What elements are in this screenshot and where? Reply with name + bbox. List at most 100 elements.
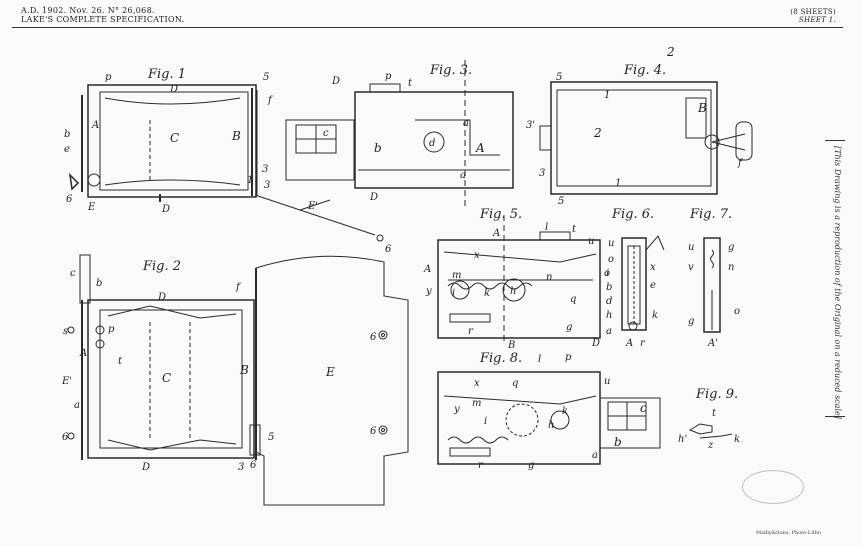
fig3-title: Fig. 3. [429, 63, 472, 78]
fig8-label: y [453, 404, 460, 415]
fig2-label: c [70, 268, 76, 279]
fig5-label: h [510, 286, 516, 297]
fig2-label: E' [61, 376, 72, 387]
fig2-label: f [235, 282, 242, 293]
figure-4: Fig. 4. 5 1 B 3' 2 f 3 1 5 [526, 63, 752, 207]
fig2-label: E [325, 365, 335, 379]
fig4-label: 5 [556, 72, 562, 83]
fig4-label: 3' [526, 120, 535, 131]
fig1-label: p [105, 72, 112, 83]
figure-8: Fig. 8. l p x q u y m i k h c b r g a [438, 351, 660, 471]
fig3-label: D [331, 76, 340, 87]
fig1-label: C [170, 131, 179, 145]
fig8-label: h [548, 420, 554, 431]
fig2-label: 3 [238, 462, 244, 473]
fig6-label: A [625, 338, 633, 349]
fig7-label: g [728, 242, 734, 253]
fig2-label: C [162, 371, 171, 385]
fig5-label: x [474, 250, 480, 261]
fig2-label: t [118, 356, 123, 367]
fig5-label: n [546, 272, 552, 283]
fig2-label: D [157, 292, 166, 303]
fig7-label: v [688, 262, 694, 273]
fig9-label: z [707, 440, 714, 451]
fig8-label: l [538, 354, 541, 365]
fig8-label: q [512, 378, 518, 389]
fig3-label: D [369, 192, 378, 203]
fig8-label: r [478, 460, 484, 471]
fig9-label: t [712, 408, 717, 419]
sheet-number: 2 [666, 45, 675, 59]
fig8-label: k [562, 406, 568, 417]
fig3-label: b [374, 141, 382, 155]
fig5-label: m [452, 270, 461, 281]
fig4-label: 5 [558, 196, 564, 207]
fig1-label: B [231, 129, 241, 143]
fig6-label: i [606, 268, 609, 279]
fig1-label: 6 [385, 244, 392, 255]
fig2-label: A [79, 348, 87, 359]
fig4-label: 2 [593, 126, 602, 140]
fig1-label: D [161, 204, 170, 215]
fig6-label: h [606, 310, 612, 321]
fig9-title: Fig. 9. [695, 387, 738, 402]
fig2-label: b [96, 278, 102, 289]
fig8-label: g [528, 460, 534, 471]
fig2-label: 5 [268, 432, 274, 443]
fig1-label: E' [307, 201, 318, 212]
fig1-label: b [64, 129, 70, 140]
fig7-label: o [734, 306, 740, 317]
fig4-label: 3 [539, 168, 545, 179]
figure-5: Fig. 5. A l t u x A m y i k h n o q B r [423, 207, 610, 351]
fig3-label: c [323, 128, 329, 139]
fig5-label: u [588, 236, 594, 247]
fig5-label: y [425, 286, 432, 297]
fig6-title: Fig. 6. [611, 207, 654, 222]
fig7-label: A' [707, 338, 718, 349]
fig1-label: 3 [262, 164, 268, 175]
figure-9: Fig. 9. t h' z k [678, 387, 740, 451]
fig2-label: 6 [370, 332, 377, 343]
fig3-label: p [385, 71, 392, 82]
fig6-label: r [640, 338, 646, 349]
fig5-label: A [492, 228, 500, 239]
fig2-label: a [74, 400, 80, 411]
fig8-label: c [640, 401, 647, 415]
fig7-label: u [688, 242, 694, 253]
fig4-label: B [697, 101, 707, 115]
fig8-label: i [484, 416, 487, 427]
fig2-title: Fig. 2 [142, 259, 181, 274]
fig5-label: g [566, 322, 572, 333]
fig7-title: Fig. 7. [689, 207, 732, 222]
fig2-label: 6 [250, 460, 257, 471]
fig1-label: 6 [66, 194, 73, 205]
fig5-label: l [545, 222, 548, 233]
fig8-title: Fig. 8. [479, 351, 522, 366]
fig2-label: 6 [62, 432, 69, 443]
figure-3: Fig. 3. D p t c a b d A a D [286, 60, 513, 210]
fig6-label: e [650, 280, 656, 291]
fig2-label: B [239, 363, 249, 377]
fig2-label: D [141, 462, 150, 473]
fig8-label: x [474, 378, 480, 389]
fig6-label: u [608, 238, 614, 249]
fig6-label: b [606, 282, 612, 293]
fig7-label: n [728, 262, 734, 273]
fig1-label: 1 [247, 175, 253, 186]
fig3-label: d [429, 138, 435, 149]
fig5-label: k [484, 288, 490, 299]
fig8-label: a [592, 450, 598, 461]
fig8-label: p [565, 352, 572, 363]
fig5-label: i [452, 288, 455, 299]
fig9-label: k [734, 434, 740, 445]
fig6-label: x [650, 262, 656, 273]
fig4-label: 1 [604, 90, 610, 101]
fig1-label: E [87, 202, 96, 213]
fig1-label: f [267, 95, 274, 106]
fig1-title: Fig. 1 [147, 67, 186, 82]
fig1-label: A [91, 120, 99, 131]
fig5-label: t [572, 224, 577, 235]
fig6-label: a [606, 326, 612, 337]
